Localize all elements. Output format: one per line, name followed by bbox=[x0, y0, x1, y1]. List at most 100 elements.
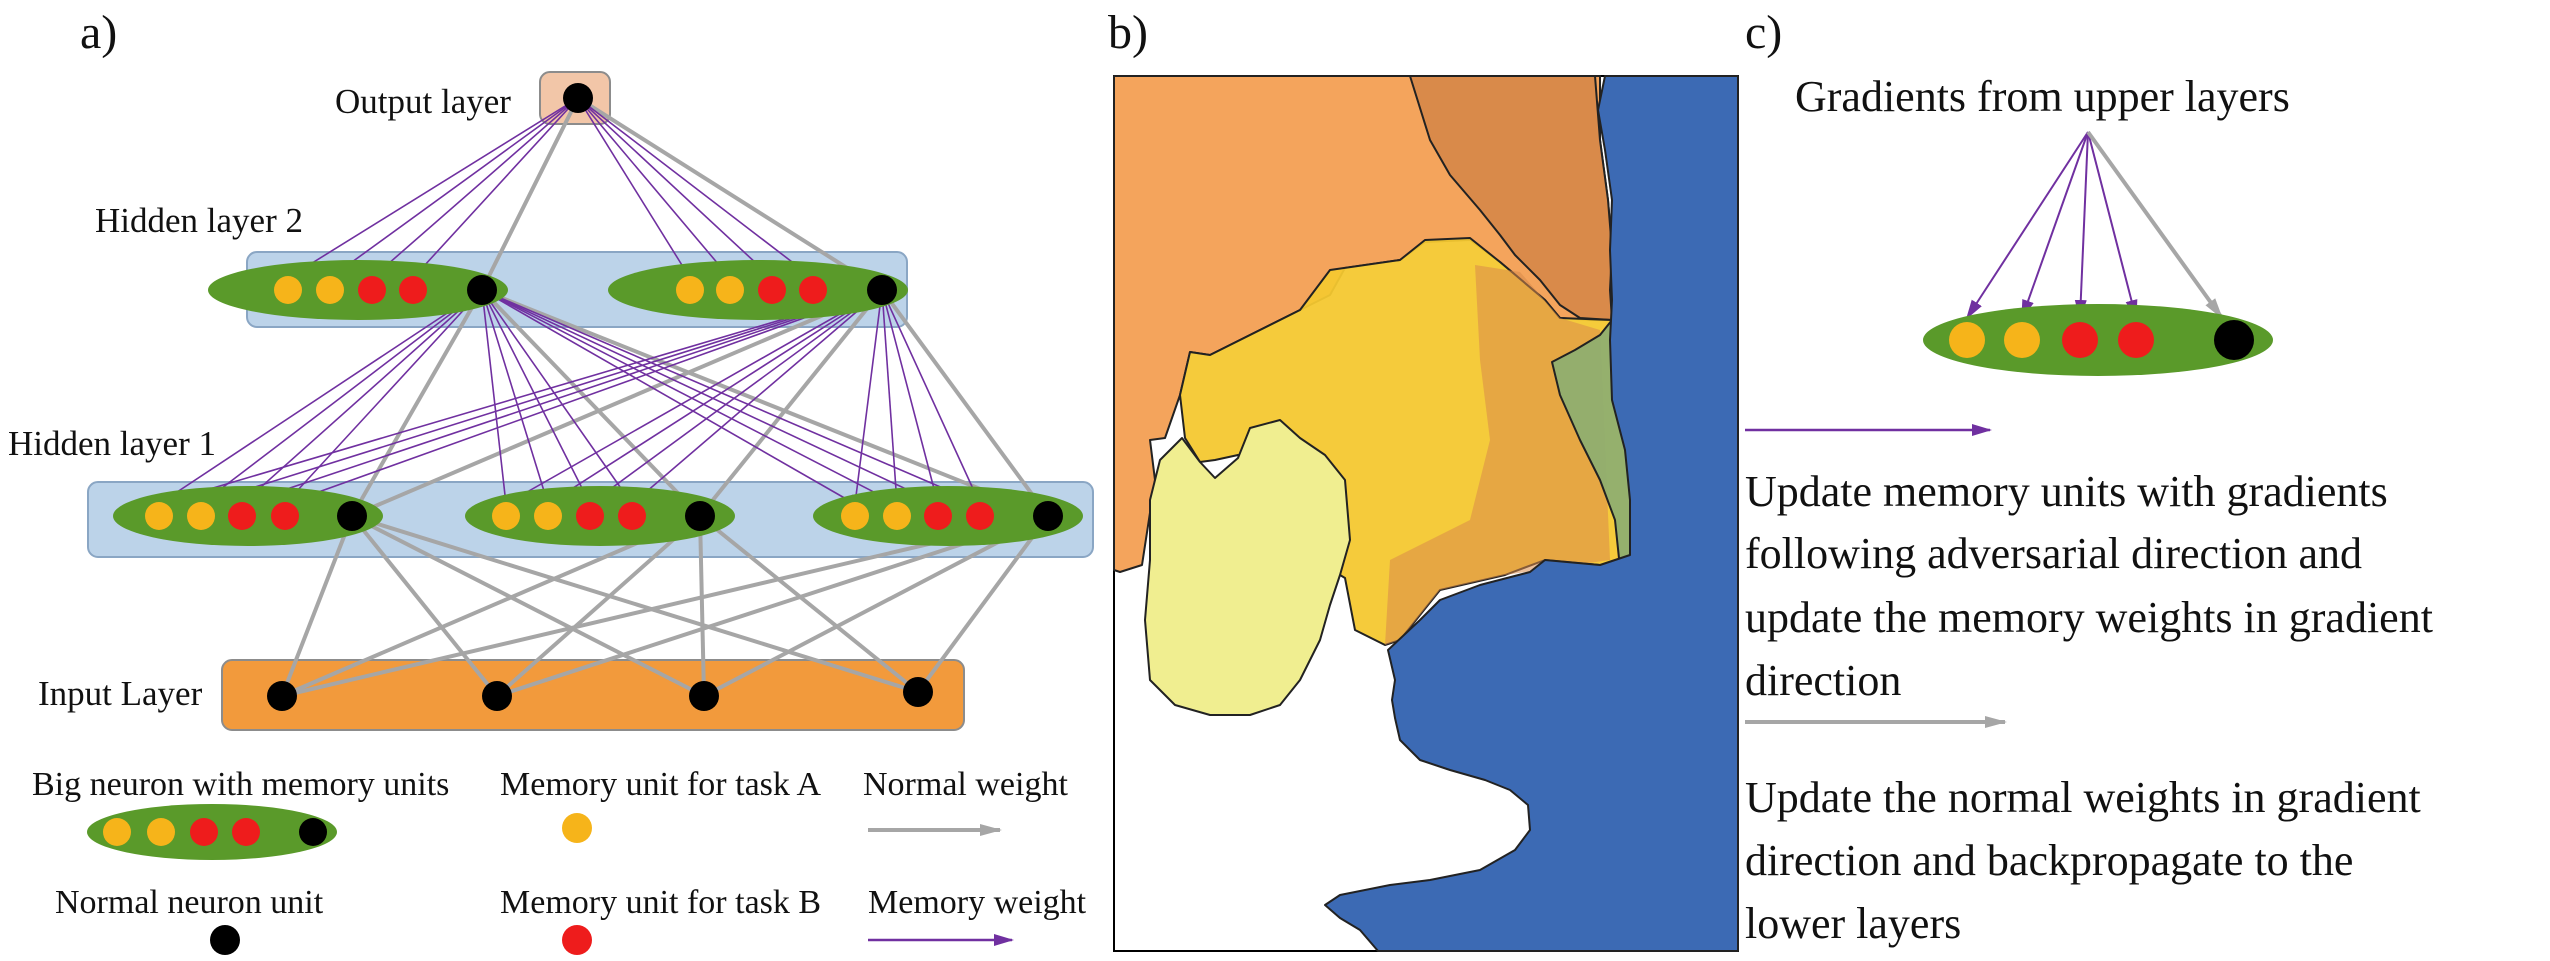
normal-weight-line bbox=[350, 514, 499, 698]
input-layer-band bbox=[221, 659, 965, 731]
normal-weight-line bbox=[698, 515, 706, 697]
input-neuron bbox=[903, 677, 933, 707]
normal-weight-line bbox=[698, 288, 884, 518]
memory-gradient-arrow bbox=[2021, 131, 2089, 320]
legend-normal-neuron-label: Normal neuron unit bbox=[55, 884, 324, 921]
legend-memory-b-dot bbox=[562, 925, 592, 955]
memory-unit-a bbox=[716, 276, 744, 304]
memory-unit-b bbox=[399, 276, 427, 304]
memory-weight-line bbox=[200, 289, 883, 506]
memory-weight-line bbox=[852, 289, 883, 505]
memory-desc-line-4: direction bbox=[1745, 656, 1901, 705]
memory-weight-line bbox=[577, 97, 731, 279]
normal-desc-line-1: Update the normal weights in gradient bbox=[1745, 773, 2421, 822]
memory-unit-a bbox=[492, 502, 520, 530]
legend-memory-a-label: Memory unit for task A bbox=[500, 766, 822, 803]
memory-weight-line bbox=[481, 289, 939, 505]
memory-weight-line bbox=[158, 289, 883, 506]
normal-weight-line bbox=[916, 514, 1050, 694]
panel-c-big-neuron bbox=[1923, 304, 2273, 376]
memory-weight-line bbox=[881, 289, 940, 505]
memory-weight-line bbox=[412, 97, 579, 279]
memory-weight-line bbox=[481, 289, 898, 505]
normal-neuron bbox=[467, 275, 497, 305]
legend-memory-weight-label: Memory weight bbox=[868, 884, 1087, 921]
memory-weight-line bbox=[200, 289, 483, 505]
memory-weight-line bbox=[547, 289, 883, 505]
normal-gradient-arrow bbox=[2086, 130, 2224, 320]
memory-weight-line bbox=[589, 289, 883, 505]
region-blue bbox=[1324, 75, 1739, 952]
normal-weight-line bbox=[280, 515, 354, 697]
memory-unit-b bbox=[799, 276, 827, 304]
panel-label-a: a) bbox=[80, 6, 117, 59]
normal-weight-line bbox=[496, 514, 1049, 698]
network-neurons bbox=[113, 83, 1083, 711]
legend-memory-a-dot bbox=[562, 813, 592, 843]
normal-weight-line bbox=[480, 97, 580, 291]
memory-gradient-arrow bbox=[2074, 131, 2089, 320]
memory-weight-line bbox=[481, 289, 856, 505]
memory-weight-line bbox=[481, 289, 591, 505]
normal-weight-line bbox=[576, 96, 884, 292]
memory-desc-line-3: update the memory weights in gradient bbox=[1745, 593, 2433, 642]
legend-memory-b-label: Memory unit for task B bbox=[500, 884, 821, 921]
normal-update-description: Update the normal weights in gradient di… bbox=[1745, 773, 2421, 948]
memory-weight-line bbox=[505, 289, 883, 505]
normal-weight-line bbox=[350, 289, 484, 517]
memory-unit-b bbox=[966, 502, 994, 530]
normal-neuron bbox=[1033, 501, 1063, 531]
legend-big-neuron bbox=[87, 804, 337, 860]
memory-unit-a bbox=[534, 502, 562, 530]
memory-weight-line bbox=[241, 289, 483, 505]
network-weights bbox=[158, 96, 1050, 698]
memory-weight-line bbox=[577, 97, 773, 279]
memory-desc-line-2: following adversarial direction and bbox=[1745, 529, 2362, 578]
memory-unit-b bbox=[758, 276, 786, 304]
memory-weight-line bbox=[284, 289, 483, 505]
input-neuron bbox=[267, 681, 297, 711]
normal-weight-line bbox=[480, 288, 702, 518]
normal-weight-line bbox=[351, 288, 883, 518]
memory-unit-b bbox=[618, 502, 646, 530]
memory-weight-line bbox=[158, 289, 483, 505]
normal-neuron bbox=[337, 501, 367, 531]
memory-unit-a bbox=[145, 502, 173, 530]
memory-unit-b bbox=[271, 502, 299, 530]
region-map bbox=[1113, 75, 1739, 952]
normal-neuron bbox=[685, 501, 715, 531]
panel-b: b) bbox=[1108, 6, 1739, 952]
panel-label-b: b) bbox=[1108, 6, 1148, 59]
legend: Big neuron with memory units Memory unit… bbox=[32, 766, 1087, 955]
legend-big-neuron-label: Big neuron with memory units bbox=[32, 766, 449, 803]
normal-weight-line bbox=[703, 514, 1049, 698]
memory-unit-a bbox=[883, 502, 911, 530]
memory-weight-line bbox=[577, 97, 691, 279]
memory-weight-line bbox=[481, 289, 509, 505]
memory-gradient-arrow bbox=[2087, 131, 2138, 320]
memory-unit-b bbox=[924, 502, 952, 530]
memory-update-description: Update memory units with gradients follo… bbox=[1745, 467, 2433, 705]
hidden-layer-2-label: Hidden layer 2 bbox=[95, 201, 303, 240]
panel-c: c) Gradients from upper layers Update me… bbox=[1745, 6, 2433, 948]
normal-desc-line-3: lower layers bbox=[1745, 899, 1961, 948]
normal-weight-line bbox=[880, 288, 1050, 518]
memory-unit-a bbox=[316, 276, 344, 304]
memory-gradient-arrow bbox=[1965, 131, 2089, 320]
memory-weight-line bbox=[287, 97, 579, 279]
legend-normal-neuron-dot bbox=[210, 925, 240, 955]
legend-normal-weight-label: Normal weight bbox=[863, 766, 1068, 803]
hidden-layer-1-label: Hidden layer 1 bbox=[8, 424, 216, 463]
input-neuron bbox=[689, 681, 719, 711]
normal-weight-line bbox=[351, 514, 919, 694]
normal-neuron bbox=[867, 275, 897, 305]
memory-weight-line bbox=[481, 289, 981, 505]
normal-weight-line bbox=[281, 514, 1049, 698]
memory-unit-b bbox=[358, 276, 386, 304]
memory-desc-line-1: Update memory units with gradients bbox=[1745, 467, 2388, 516]
panel-a: a) Output layer Hidden layer 2 Hidden la… bbox=[8, 6, 1094, 955]
input-layer-label: Input Layer bbox=[38, 674, 203, 713]
memory-unit-a bbox=[676, 276, 704, 304]
normal-weight-line bbox=[698, 514, 920, 694]
